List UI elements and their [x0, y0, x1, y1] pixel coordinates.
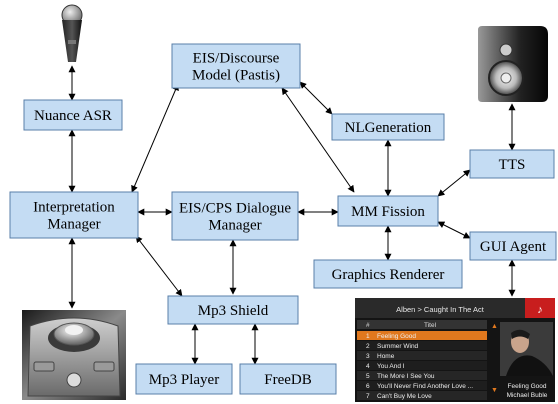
track-row[interactable]: 6 You'll Never Find Another Love ... — [357, 381, 487, 390]
column-header-title: Titel — [424, 322, 437, 329]
controller-image — [22, 310, 126, 400]
box-label: MM Fission — [351, 204, 425, 220]
track-title: Can't Buy Me Love — [377, 393, 432, 400]
box-label: Graphics Renderer — [332, 267, 445, 283]
box-label: Manager — [47, 217, 100, 233]
speaker-icon — [478, 26, 548, 102]
track-title: Feeling Good — [377, 333, 416, 340]
player-header-red — [525, 298, 555, 318]
now-playing-title: Feeling Good — [507, 383, 546, 390]
track-number: 1 — [366, 333, 370, 340]
arrow-interp-eismodel — [131, 83, 179, 193]
track-row[interactable]: 3 Home — [357, 351, 487, 360]
box-label: Manager — [208, 218, 261, 234]
arrow-eismodel-mmfission — [281, 87, 355, 193]
arrow-mmfission-tts — [437, 169, 471, 197]
track-title: The More I See You — [377, 373, 435, 380]
music-note-icon: ♪ — [537, 304, 543, 316]
track-title: Home — [377, 353, 395, 360]
box-label: Nuance ASR — [34, 108, 112, 124]
track-title: Summer Wind — [377, 343, 419, 350]
player-header-text: Alben > Caught In The Act — [396, 305, 485, 314]
track-number: 6 — [366, 383, 370, 390]
box-mp3shield: Mp3 Shield — [167, 295, 299, 325]
box-gui: GUI Agent — [469, 231, 557, 261]
track-number: 7 — [366, 393, 370, 400]
track-row[interactable]: 2 Summer Wind — [357, 341, 487, 350]
track-number: 2 — [366, 343, 370, 350]
box-label: FreeDB — [264, 372, 312, 388]
box-mp3player: Mp3 Player — [135, 363, 233, 395]
box-nlgen: NLGeneration — [331, 113, 445, 141]
box-label: Mp3 Player — [149, 372, 219, 388]
box-tts: TTS — [469, 149, 555, 179]
track-title: You'll Never Find Another Love ... — [377, 383, 473, 390]
scroll-down-icon: ▼ — [491, 387, 498, 394]
track-number: 4 — [366, 363, 370, 370]
box-label: NLGeneration — [345, 120, 432, 136]
arrow-interp-mp3shield — [135, 235, 183, 297]
connection-arrows — [68, 65, 516, 365]
track-number: 5 — [366, 373, 370, 380]
track-number: 3 — [366, 353, 370, 360]
box-label: EIS/CPS Dialogue — [179, 201, 291, 217]
box-nuance: Nuance ASR — [23, 99, 123, 131]
track-row[interactable]: 5 The More I See You — [357, 371, 487, 380]
column-header-number: # — [366, 322, 370, 329]
arrow-mmfission-gui — [437, 221, 471, 239]
arrow-eismodel-nlgen — [299, 81, 333, 115]
now-playing-artist: Michael Buble — [507, 392, 548, 399]
box-graphics: Graphics Renderer — [313, 259, 463, 289]
box-label: EIS/Discourse — [193, 51, 280, 67]
box-label: GUI Agent — [480, 239, 547, 255]
box-label: Model (Pastis) — [192, 68, 280, 84]
box-label: Mp3 Shield — [198, 303, 269, 319]
microphone-icon — [61, 4, 83, 62]
track-row[interactable]: 1 Feeling Good — [357, 331, 487, 340]
track-row[interactable]: 4 You And I — [357, 361, 487, 370]
scroll-up-icon: ▲ — [491, 323, 498, 330]
player-header-bar — [355, 298, 525, 318]
box-freedb: FreeDB — [239, 363, 337, 395]
box-mmfission: MM Fission — [337, 195, 439, 227]
box-label: Interpretation — [33, 200, 115, 216]
box-label: TTS — [499, 157, 526, 173]
track-title: You And I — [377, 363, 405, 370]
track-row[interactable]: 7 Can't Buy Me Love — [357, 391, 487, 400]
